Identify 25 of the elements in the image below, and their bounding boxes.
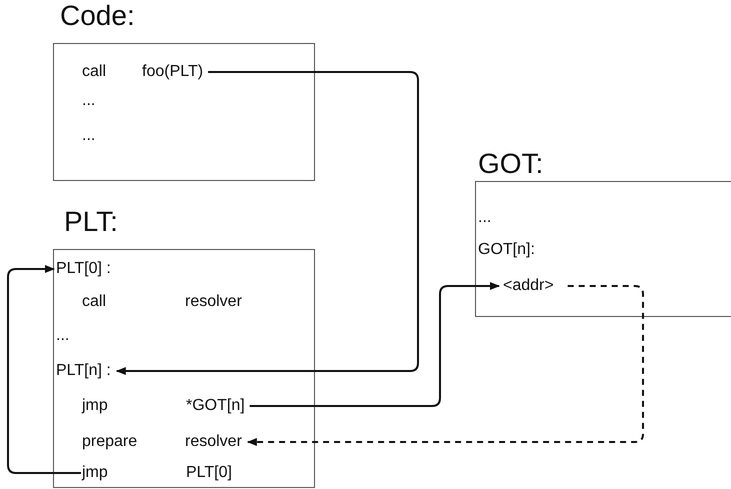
code-text: jmp: [82, 396, 109, 416]
section-heading: GOT:: [478, 148, 544, 180]
code-text: foo(PLT): [142, 62, 204, 82]
code-text: PLT[0] :: [56, 259, 111, 279]
code-text: jmp: [82, 463, 109, 483]
arrow: [250, 282, 500, 407]
code-text: PLT[n] :: [56, 361, 111, 381]
code-text: ...: [82, 91, 96, 111]
arrow: [116, 71, 419, 375]
code-text: *GOT[n]: [186, 396, 245, 416]
code-text: GOT[n]:: [478, 240, 535, 260]
code-text: resolver: [185, 432, 242, 452]
code-text: ...: [82, 126, 96, 146]
arrow: [246, 285, 644, 446]
section-heading: Code:: [60, 0, 135, 32]
code-text: call: [82, 292, 106, 312]
code-text: PLT[0]: [186, 463, 232, 483]
code-text: call: [82, 62, 108, 82]
arrow: [7, 265, 81, 474]
code-text: ...: [56, 326, 70, 346]
code-text: <addr>: [503, 276, 554, 296]
section-heading: PLT:: [64, 206, 118, 238]
code-text: ...: [478, 208, 492, 228]
code-text: resolver: [185, 292, 242, 312]
code-text: prepare: [82, 432, 138, 452]
